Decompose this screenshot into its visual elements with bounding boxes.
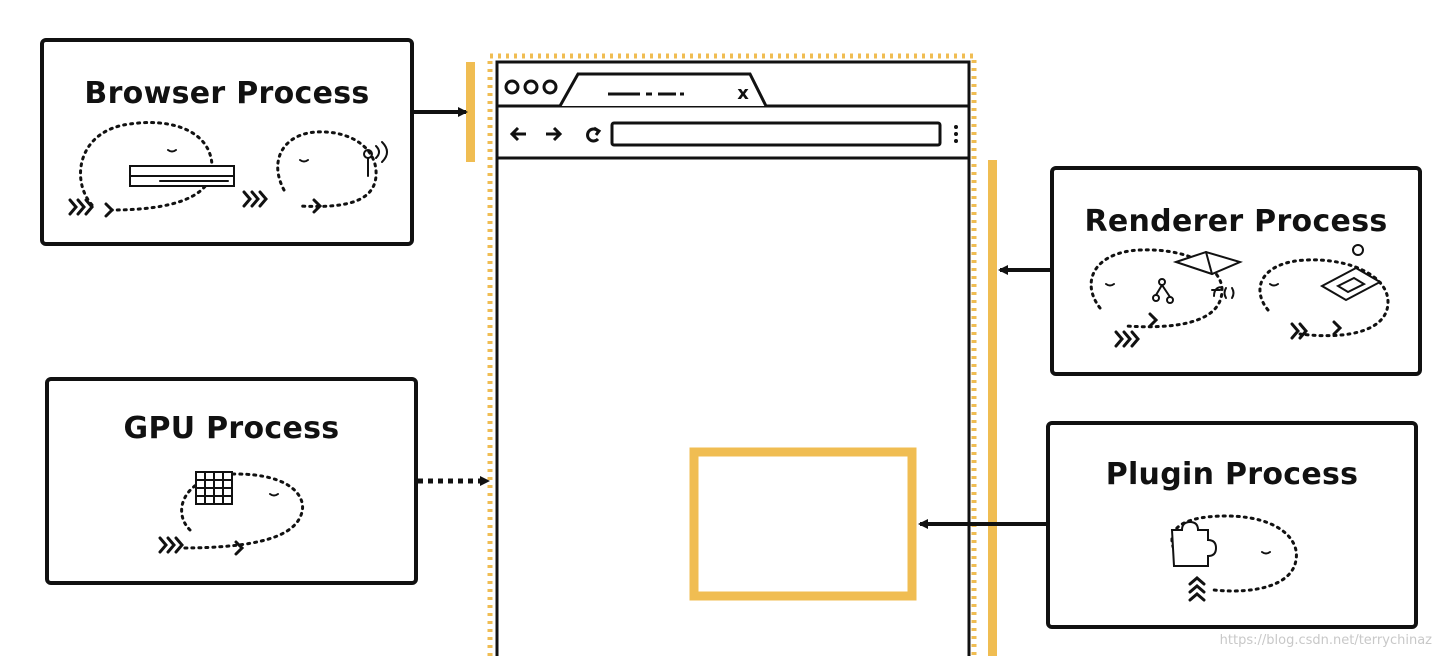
watermark: https://blog.csdn.net/terrychinaz bbox=[1219, 633, 1432, 648]
plugin-process-title: Plugin Process bbox=[1105, 457, 1359, 492]
tab-close-icon[interactable]: x bbox=[737, 83, 749, 104]
address-bar[interactable] bbox=[610, 121, 942, 147]
gpu-process-box: GPU Process bbox=[45, 377, 418, 585]
renderer-process-title: Renderer Process bbox=[1084, 204, 1388, 239]
gpu-process-title: GPU Process bbox=[123, 411, 340, 446]
window-control-icon[interactable] bbox=[542, 79, 558, 95]
plugin-content-area bbox=[689, 447, 917, 601]
window-control-icon[interactable] bbox=[523, 79, 539, 95]
browser-tab[interactable] bbox=[558, 72, 768, 107]
reload-icon[interactable] bbox=[586, 126, 602, 143]
browser-process-box: Browser Process bbox=[40, 38, 414, 246]
window-control-icon[interactable] bbox=[504, 79, 520, 95]
renderer-highlight-bar bbox=[988, 160, 997, 656]
browser-window-dotted-outline bbox=[487, 53, 977, 656]
menu-dots-icon[interactable] bbox=[954, 125, 958, 143]
plugin-process-box: Plugin Process bbox=[1046, 421, 1418, 629]
browser-process-title: Browser Process bbox=[84, 76, 370, 111]
browser-window: x bbox=[495, 60, 971, 656]
back-arrow-icon[interactable] bbox=[509, 126, 526, 142]
forward-arrow-icon[interactable] bbox=[546, 126, 563, 142]
browser-ui-highlight-bar bbox=[466, 62, 475, 162]
renderer-process-box: Renderer Process bbox=[1050, 166, 1422, 376]
